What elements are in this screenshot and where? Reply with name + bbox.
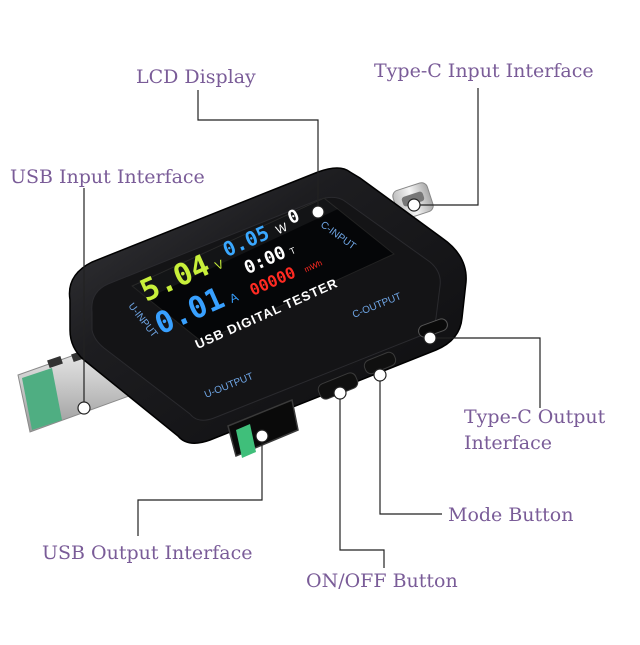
callout-usb-output: USB Output Interface [42, 542, 253, 564]
callout-lcd-display: LCD Display [136, 66, 256, 88]
usb-a-output-port[interactable] [227, 398, 299, 458]
callout-typec-output-line2: Interface [464, 432, 552, 454]
leader-lcd-display [197, 90, 319, 212]
dot-typec-input [407, 198, 421, 212]
usb-a-tongue [22, 368, 62, 430]
callout-usb-input: USB Input Interface [10, 166, 205, 188]
leader-typec-input [416, 88, 479, 206]
callout-onoff-button: ON/OFF Button [306, 570, 458, 592]
callout-typec-output: Type-C Output Interface [464, 404, 605, 456]
leader-typec-output [430, 337, 541, 408]
leader-onoff-button [339, 393, 385, 568]
callout-typec-input: Type-C Input Interface [374, 60, 594, 82]
leader-lines [83, 88, 541, 568]
leader-usb-output [137, 436, 263, 536]
leader-mode-button [379, 375, 442, 515]
dot-typec-output [423, 331, 437, 345]
callout-mode-button: Mode Button [448, 504, 574, 526]
dot-mode-button [373, 368, 387, 382]
time-unit: T [288, 245, 298, 257]
dot-usb-input [77, 401, 91, 415]
leader-dots [77, 198, 437, 443]
typec-output-port[interactable] [417, 317, 449, 339]
callout-typec-output-line1: Type-C Output [464, 406, 606, 428]
dot-lcd-display [311, 205, 325, 219]
dot-onoff-button [333, 386, 347, 400]
dot-usb-output [255, 429, 269, 443]
lcd-screen [131, 197, 395, 343]
